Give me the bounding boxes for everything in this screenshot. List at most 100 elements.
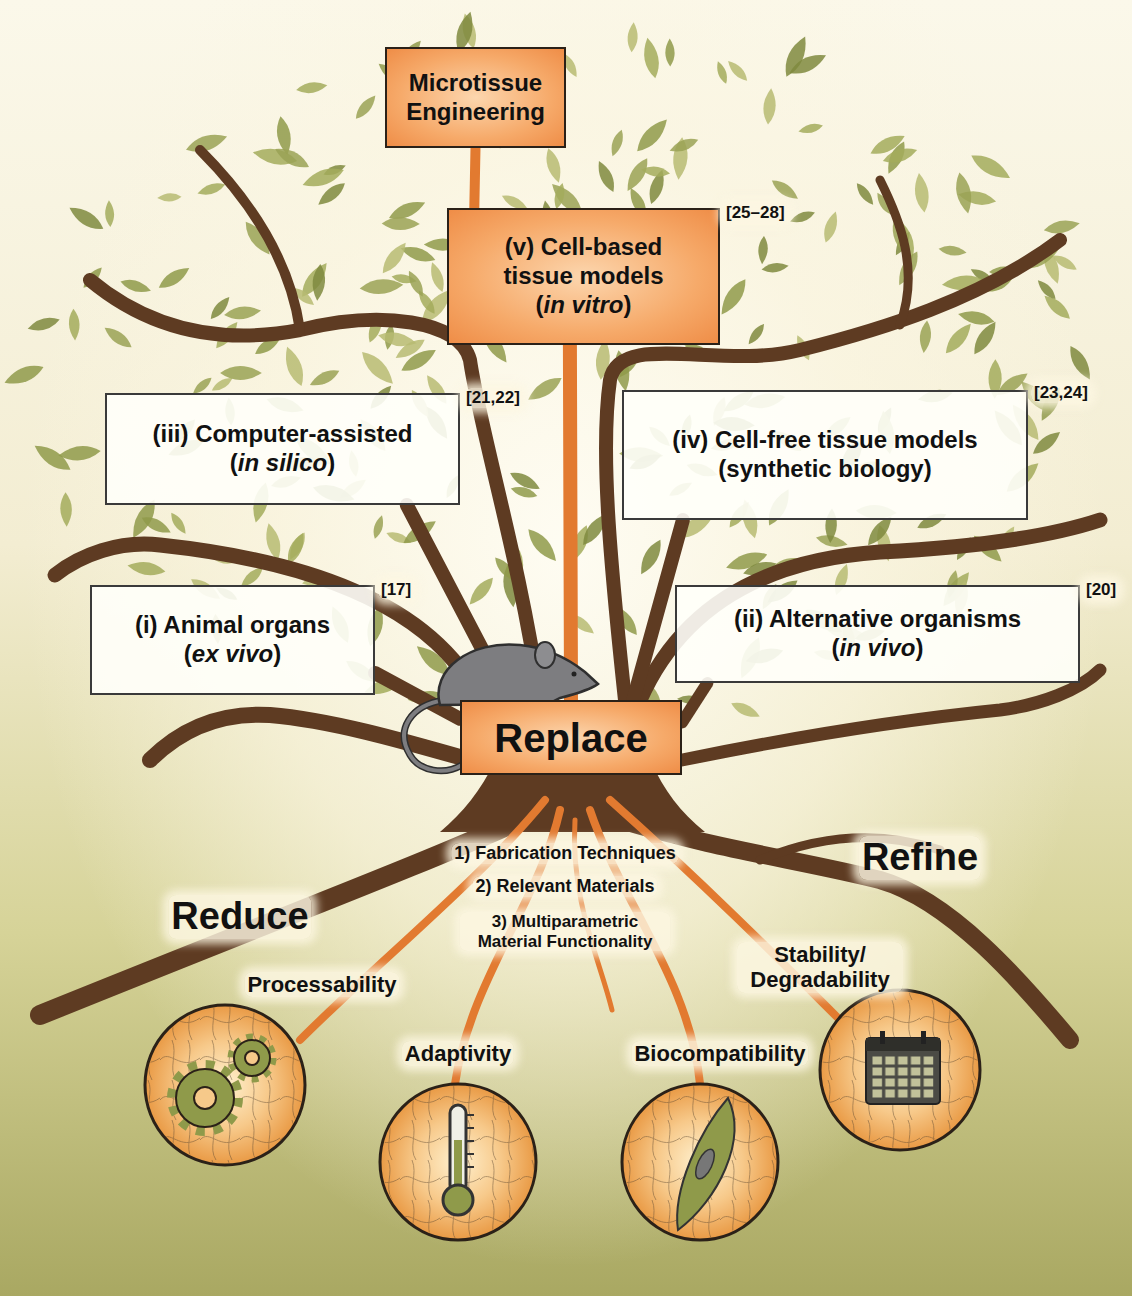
leaf (101, 323, 134, 352)
material-texture (147, 1007, 303, 1163)
leaf (821, 210, 841, 244)
leaf (1041, 292, 1074, 323)
leaf (941, 320, 976, 358)
reference-number: [21,22] (463, 388, 523, 408)
leaf (968, 149, 1014, 184)
leaf (641, 165, 671, 179)
leaf (126, 559, 166, 578)
leaf (168, 510, 189, 536)
leaf (1050, 252, 1079, 274)
leaf (797, 121, 823, 135)
leaf (104, 200, 114, 227)
leaf (139, 513, 173, 537)
material-circle (145, 1005, 305, 1165)
leaf (523, 525, 561, 566)
gear-teeth (232, 1038, 272, 1078)
gear-hole (194, 1087, 216, 1109)
leaf (769, 176, 801, 203)
leaf (641, 36, 662, 79)
leaf (465, 574, 497, 608)
goal-box: Microtissue Engineering (385, 47, 566, 148)
leaf (352, 92, 379, 122)
leaf (119, 276, 153, 295)
mouse-tail (404, 700, 462, 771)
leaf (31, 440, 75, 476)
box-title: (ii) Alternative organisms (734, 605, 1021, 634)
box-subtitle: (in silico) (152, 449, 412, 478)
principle-label: Refine (859, 836, 981, 880)
thermometer-bulb (443, 1185, 473, 1215)
leaf (881, 144, 919, 167)
refine-root (620, 820, 1070, 1040)
leaf (196, 180, 227, 198)
leaf-canopy (2, 10, 1095, 723)
leaf (156, 263, 193, 293)
box-subtitle: (in vivo) (734, 634, 1021, 663)
leaf (780, 33, 812, 79)
reference-number: [17] (378, 580, 414, 600)
leaf (68, 308, 80, 340)
principle-label: Reduce (168, 895, 311, 939)
text-group: (ii) Alternative organisms(in vivo) (734, 605, 1021, 663)
method-box: (i) Animal organs(ex vivo) (90, 585, 375, 695)
step-label: 3) Multiparametric Material Functionalit… (460, 912, 671, 951)
text-group: Microtissue Engineering (393, 69, 558, 127)
leaf (622, 155, 653, 194)
material-circle (622, 1084, 778, 1240)
box-subtitle: (in vitro) (476, 291, 691, 320)
material-circle (380, 1084, 536, 1240)
step-label: 1) Fabrication Techniques (451, 843, 679, 864)
calendar-grid (871, 1055, 935, 1099)
box-title: (i) Animal organs (135, 611, 330, 640)
mouse-tail (404, 700, 462, 771)
box-subtitle: (synthetic biology) (672, 455, 977, 484)
leaf (295, 80, 328, 95)
material-texture (382, 1086, 534, 1238)
leaf (714, 60, 730, 85)
method-box: (v) Cell-based tissue models(in vitro) (447, 208, 720, 345)
method-box: (iv) Cell-free tissue models(synthetic b… (622, 390, 1028, 520)
property-label: Stability/ Degradability (737, 942, 903, 993)
leaf (938, 244, 967, 257)
box-title: (v) Cell-based tissue models (476, 233, 691, 291)
leaf (405, 269, 427, 299)
thermometer-ticks (467, 1115, 474, 1167)
reference-number: [20] (1083, 580, 1119, 600)
cell-icon (677, 1098, 734, 1230)
material-texture (822, 992, 978, 1148)
leaf (762, 88, 777, 125)
calendar-ring (921, 1031, 926, 1044)
box-title: Replace (494, 714, 647, 762)
branch (640, 520, 1100, 700)
gear-icon (176, 1069, 234, 1127)
property-label: Processability (244, 972, 399, 997)
branch (55, 544, 480, 700)
leaf (853, 181, 876, 208)
reduce-root (40, 820, 520, 1015)
leaf (918, 320, 932, 354)
tree-branches (40, 150, 1100, 1040)
stability-circle (820, 990, 980, 1150)
branch (682, 670, 1100, 760)
tree-trunk (440, 700, 705, 832)
method-box: (iii) Computer-assisted(in silico) (105, 393, 460, 505)
leaf (427, 261, 447, 294)
leaf (2, 360, 46, 389)
box-title: Microtissue Engineering (393, 69, 558, 127)
leaf (729, 698, 762, 721)
leaf (359, 277, 404, 295)
processability-circle (145, 1005, 305, 1165)
leaf (789, 208, 817, 225)
leaf (382, 217, 420, 230)
mouse-body (438, 644, 598, 705)
branch (200, 150, 300, 330)
leaf (757, 236, 768, 265)
leaf (1035, 277, 1059, 302)
leaf (594, 159, 619, 195)
leaf (157, 193, 182, 202)
leaf (1065, 343, 1096, 383)
gear-icon (234, 1040, 270, 1076)
mouse-ear (535, 642, 555, 668)
